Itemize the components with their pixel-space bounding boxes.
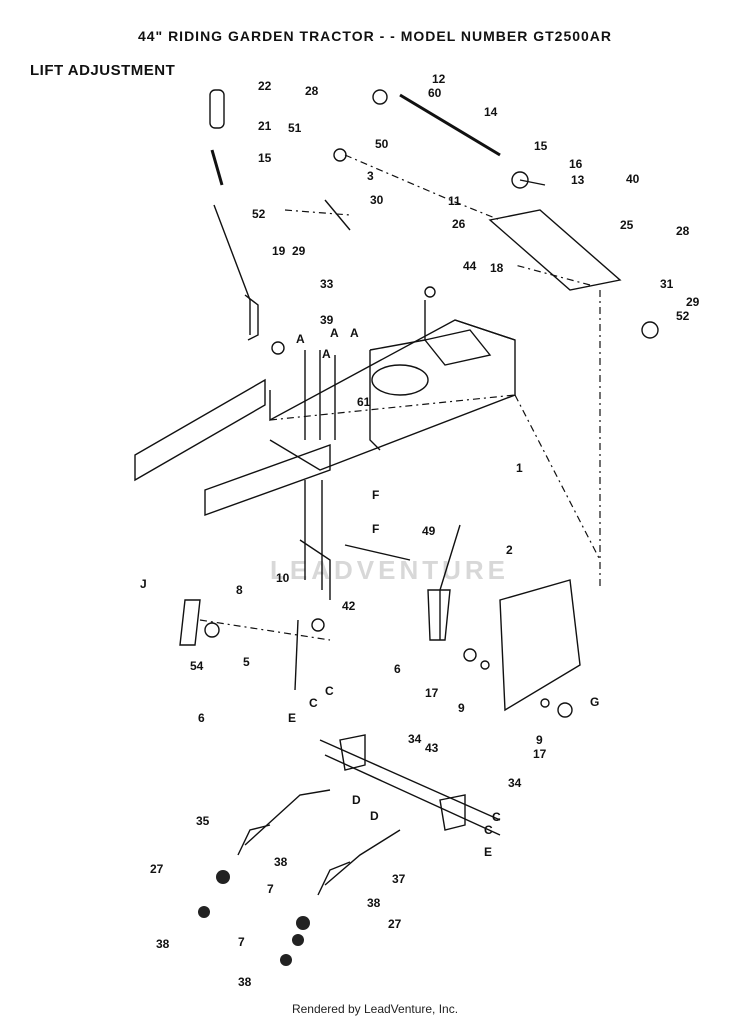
ref-letter-c: C	[484, 823, 493, 837]
callout-51: 51	[288, 121, 302, 135]
upper-linkage	[209, 89, 546, 341]
callout-28: 28	[676, 224, 690, 238]
callout-25: 25	[620, 218, 634, 232]
callout-34: 34	[408, 732, 422, 746]
ref-letter-e: E	[484, 845, 492, 859]
ref-letter-j: J	[140, 577, 147, 591]
hardware	[198, 286, 659, 966]
callout-17: 17	[533, 747, 547, 761]
callout-38: 38	[238, 975, 252, 989]
callout-22: 22	[258, 79, 272, 93]
callout-37: 37	[392, 872, 406, 886]
ref-letter-c: C	[309, 696, 318, 710]
callout-19: 19	[272, 244, 286, 258]
callout-2: 2	[506, 543, 513, 557]
callout-3: 3	[367, 169, 374, 183]
callout-11: 11	[448, 194, 461, 208]
ref-letter-c: C	[325, 684, 334, 698]
callout-17: 17	[425, 686, 439, 700]
callout-39: 39	[320, 313, 334, 327]
callout-14: 14	[484, 105, 498, 119]
callout-13: 13	[571, 173, 585, 187]
callout-38: 38	[274, 855, 288, 869]
callout-12: 12	[432, 72, 446, 86]
callout-43: 43	[425, 741, 439, 755]
callout-7: 7	[267, 882, 274, 896]
callout-33: 33	[320, 277, 334, 291]
ref-letter-c: C	[492, 810, 501, 824]
callout-15: 15	[258, 151, 272, 165]
frame-chassis	[134, 209, 622, 712]
ref-letter-d: D	[352, 793, 361, 807]
page-title: 44" RIDING GARDEN TRACTOR - - MODEL NUMB…	[137, 28, 613, 44]
footer-credit: Rendered by LeadVenture, Inc.	[291, 1002, 459, 1016]
callout-28: 28	[305, 84, 319, 98]
callout-18: 18	[490, 261, 504, 275]
callout-38: 38	[156, 937, 170, 951]
callout-60: 60	[428, 86, 442, 100]
callout-31: 31	[660, 277, 674, 291]
callout-42: 42	[342, 599, 356, 613]
callout-26: 26	[452, 217, 466, 231]
callout-50: 50	[375, 137, 389, 151]
ref-letter-a: A	[350, 326, 359, 340]
callout-16: 16	[569, 157, 583, 171]
callout-8: 8	[236, 583, 243, 597]
callout-27: 27	[150, 862, 164, 876]
callout-52: 52	[676, 309, 690, 323]
callout-34: 34	[508, 776, 522, 790]
callout-10: 10	[276, 571, 290, 585]
ref-letter-a: A	[330, 326, 339, 340]
ref-letter-f: F	[372, 522, 379, 536]
callout-15: 15	[534, 139, 548, 153]
callout-9: 9	[536, 733, 543, 747]
callout-6: 6	[394, 662, 401, 676]
callout-44: 44	[463, 259, 477, 273]
callout-27: 27	[388, 917, 402, 931]
ref-letter-f: F	[372, 488, 379, 502]
ref-letter-g: G	[590, 695, 599, 709]
callout-7: 7	[238, 935, 245, 949]
callout-9: 9	[458, 701, 465, 715]
callout-61: 61	[357, 395, 371, 409]
ref-letter-d: D	[370, 809, 379, 823]
callout-54: 54	[190, 659, 204, 673]
callout-52: 52	[252, 207, 266, 221]
callout-30: 30	[370, 193, 384, 207]
callout-21: 21	[258, 119, 272, 133]
ref-letter-e: E	[288, 711, 296, 725]
callout-29: 29	[292, 244, 306, 258]
watermark: LEADVENTURE	[270, 555, 510, 585]
callout-29: 29	[686, 295, 700, 309]
callout-38: 38	[367, 896, 381, 910]
lift-rods	[179, 300, 461, 691]
callout-5: 5	[243, 655, 250, 669]
ref-letter-a: A	[322, 347, 331, 361]
callout-6: 6	[198, 711, 205, 725]
callout-49: 49	[422, 524, 436, 538]
callout-1: 1	[516, 461, 523, 475]
callout-35: 35	[196, 814, 210, 828]
section-heading: LIFT ADJUSTMENT	[30, 62, 176, 79]
lower-shaft	[237, 734, 501, 896]
callout-40: 40	[626, 172, 640, 186]
ref-letter-a: A	[296, 332, 305, 346]
